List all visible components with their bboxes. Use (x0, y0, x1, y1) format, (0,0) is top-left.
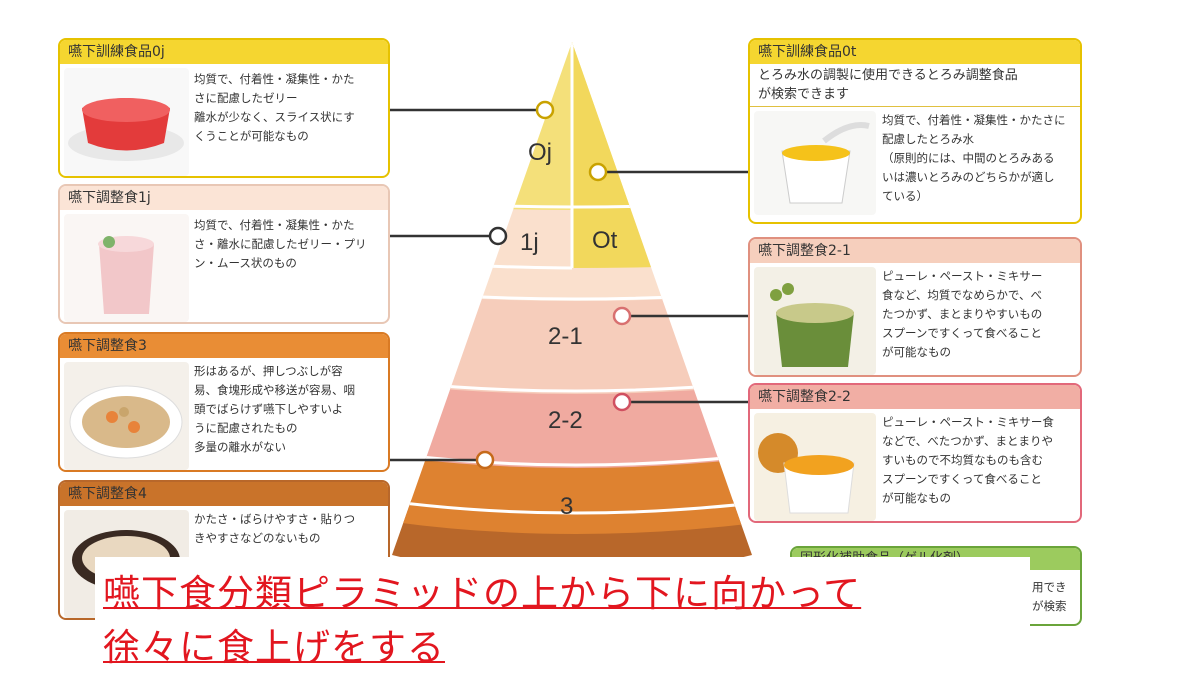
connector-dot-1j (488, 226, 508, 246)
desc-line: かたさ・ばらけやすさ・貼りつ (194, 512, 356, 526)
card-4-desc: かたさ・ばらけやすさ・貼りつ きやすさなどのないもの (194, 510, 355, 548)
connector-dot-2-2 (612, 392, 632, 412)
connector-dot-oj (535, 100, 555, 120)
subtitle-line: とろみ水の調製に使用できるとろみ調整食品 (758, 68, 1018, 83)
card-oj-desc: 均質で、付着性・凝集性・かた さに配慮したゼリー 離水が少なく、スライス状にす … (194, 70, 355, 146)
card-ot: 嚥下訓練食品0t とろみ水の調製に使用できるとろみ調整食品 が検索できます 均質… (748, 38, 1082, 224)
card-1j-title: 嚥下調整食1j (60, 186, 388, 210)
caption-line-2: 徐々に食上げをする (103, 626, 445, 669)
desc-line: ている） (882, 189, 928, 203)
level-label-2-2: 2-2 (548, 407, 583, 434)
connector-dot-2-1 (612, 306, 632, 326)
connector-dot-ot (588, 162, 608, 182)
desc-line: ピューレ・ペースト・ミキサー (882, 269, 1043, 283)
card-ot-subtitle: とろみ水の調製に使用できるとろみ調整食品 が検索できます (750, 64, 1080, 107)
desc-line: ピューレ・ペースト・ミキサー食 (882, 415, 1054, 429)
desc-line: くうことが可能なもの (194, 129, 309, 143)
desc-line: さに配慮したゼリー (194, 91, 298, 105)
desc-line: 均質で、付着性・凝集性・かた (194, 218, 355, 232)
caption-box: 嚥下食分類ピラミッドの上から下に向かって 徐々に食上げをする (95, 557, 1030, 675)
card-gelling-desc: 用でき が検索 (1032, 578, 1067, 616)
card-3: 嚥下調整食3 形はあるが、押しつぶしが容 易、食塊形成や移送が容易、咽 頭でばら… (58, 332, 390, 472)
desc-line: 離水が少なく、スライス状にす (194, 110, 355, 124)
desc-line: などで、べたつかず、まとまりや (882, 434, 1054, 448)
desc-line: 頭でばらけず嚥下しやすいよ (194, 402, 344, 416)
desc-line: 形はあるが、押しつぶしが容 (194, 364, 343, 378)
connectors (390, 100, 748, 470)
card-oj-title: 嚥下訓練食品0j (60, 40, 388, 64)
desc-line: 易、食塊形成や移送が容易、咽 (194, 383, 355, 397)
stew-photo (64, 362, 189, 470)
desc-line: 多量の離水がない (194, 440, 286, 454)
level-label-ot: Ot (592, 227, 618, 254)
level-label-3: 3 (560, 493, 573, 520)
desc-line: うに配慮されたもの (194, 421, 298, 435)
desc-line: が検索 (1032, 599, 1067, 613)
desc-line: （原則的には、中間のとろみある (882, 151, 1055, 165)
card-1j: 嚥下調整食1j 均質で、付着性・凝集性・かた さ・離水に配慮したゼリー・プリ ン… (58, 184, 390, 324)
caption-line-1: 嚥下食分類ピラミッドの上から下に向かって (103, 572, 862, 615)
desc-line: 配慮したとろみ水 (882, 132, 974, 146)
desc-line: さ・離水に配慮したゼリー・プリ (194, 237, 367, 251)
desc-line: 用でき (1032, 580, 1067, 594)
card-4: 嚥下調整食4 かたさ・ばらけやすさ・貼りつ きやすさなどのないもの (58, 480, 390, 620)
card-4-title: 嚥下調整食4 (60, 482, 388, 506)
card-2-2-title: 嚥下調整食2-2 (750, 385, 1080, 409)
card-1j-desc: 均質で、付着性・凝集性・かた さ・離水に配慮したゼリー・プリ ン・ムース状のもの (194, 216, 367, 273)
desc-line: ン・ムース状のもの (194, 256, 297, 270)
card-3-title: 嚥下調整食3 (60, 334, 388, 358)
card-3-desc: 形はあるが、押しつぶしが容 易、食塊形成や移送が容易、咽 頭でばらけず嚥下しやす… (194, 362, 355, 457)
card-2-2: 嚥下調整食2-2 ピューレ・ペースト・ミキサー食 などで、べたつかず、まとまりや… (748, 383, 1082, 523)
card-2-1-title: 嚥下調整食2-1 (750, 239, 1080, 263)
card-oj: 嚥下訓練食品0j 均質で、付着性・凝集性・かた さに配慮したゼリー 離水が少なく… (58, 38, 390, 178)
connector-dot-3 (475, 450, 495, 470)
desc-line: スプーンですくって食べること (882, 326, 1042, 340)
desc-line: 食など、均質でなめらかで、べ (882, 288, 1042, 302)
desc-line: 均質で、付着性・凝集性・かたさに (882, 113, 1066, 127)
level-3-band (392, 452, 752, 534)
desc-line: すいもので不均質なものも含む (882, 453, 1043, 467)
card-2-1-desc: ピューレ・ペースト・ミキサー 食など、均質でなめらかで、べ たつかず、まとまりや… (882, 267, 1042, 362)
desc-line: が可能なもの (882, 491, 951, 505)
pea-puree-photo (754, 267, 876, 375)
desc-line: たつかず、まとまりやすいもの (882, 307, 1043, 321)
card-ot-desc: 均質で、付着性・凝集性・かたさに 配慮したとろみ水 （原則的には、中間のとろみあ… (882, 111, 1066, 206)
pumpkin-puree-photo (754, 413, 876, 521)
desc-line: いは濃いとろみのどちらかが適し (882, 170, 1055, 184)
card-ot-title: 嚥下訓練食品0t (750, 40, 1080, 64)
card-2-1: 嚥下調整食2-1 ピューレ・ペースト・ミキサー 食など、均質でなめらかで、べ た… (748, 237, 1082, 377)
red-jelly-photo (64, 68, 189, 176)
desc-line: が可能なもの (882, 345, 951, 359)
level-label-oj: Oj (528, 139, 552, 166)
desc-line: きやすさなどのないもの (194, 531, 321, 545)
level-label-2-1: 2-1 (548, 323, 583, 350)
desc-line: スプーンですくって食べること (882, 472, 1042, 486)
thickened-water-photo (754, 111, 876, 215)
desc-line: 均質で、付着性・凝集性・かた (194, 72, 355, 86)
subtitle-line: が検索できます (758, 87, 850, 102)
pink-mousse-photo (64, 214, 189, 322)
level-label-1j: 1j (520, 229, 539, 256)
card-2-2-desc: ピューレ・ペースト・ミキサー食 などで、べたつかず、まとまりや すいもので不均質… (882, 413, 1054, 508)
